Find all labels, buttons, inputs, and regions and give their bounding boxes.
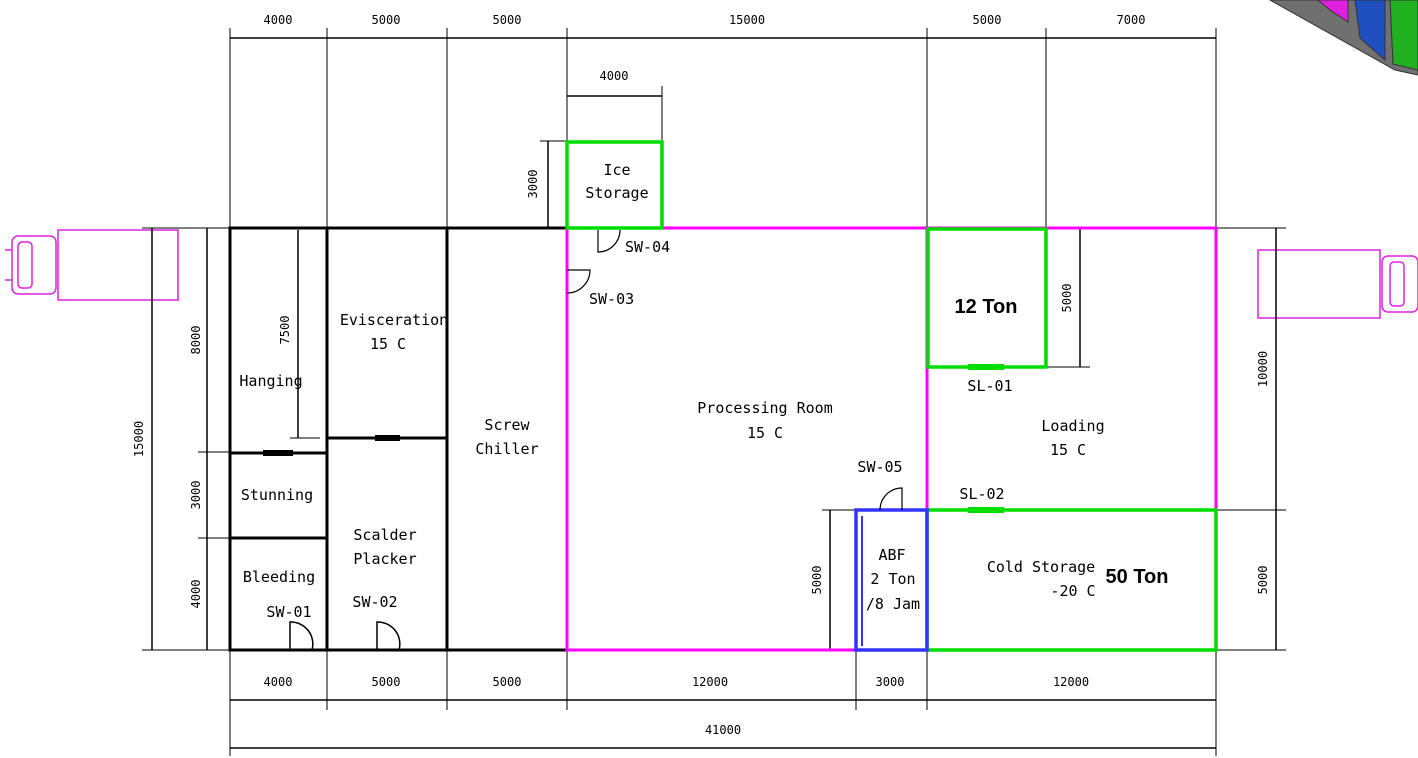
ice-storage-outline [565,140,664,230]
door-sw02: SW-02 [352,593,397,611]
cube-pink-face [1317,0,1349,23]
evisceration-label-2: 15 C [370,335,406,353]
scalder-label-1: Scalder [353,526,416,544]
cube-blue-face [1354,0,1386,62]
door-sw03: SW-03 [589,290,634,308]
dim-top-1: 4000 [264,13,293,27]
abf-label-2: 2 Ton [870,570,915,588]
ice-label-1: Ice [603,161,630,179]
dim-hanging: 7500 [278,316,292,345]
dim-left-total: 15000 [132,421,146,457]
cold-room-capacity: 12 Ton [955,296,1018,318]
door-swings [289,229,903,651]
abf-label-1: ABF [878,546,905,564]
dim-top-5: 5000 [973,13,1002,27]
dim-top-2: 5000 [372,13,401,27]
dim-bottom-2: 5000 [372,675,401,689]
cube-graphic [1268,0,1418,76]
dim-bottom-1: 4000 [264,675,293,689]
dim-top-3: 5000 [493,13,522,27]
hanging-label: Hanging [239,372,302,390]
dim-top-6: 7000 [1117,13,1146,27]
truck-right [1257,249,1418,319]
top-dimension-chain: 4000 5000 5000 15000 5000 7000 [229,13,1217,228]
dim-ice-height: 3000 [526,170,540,199]
dim-right-part-2: 5000 [1256,566,1270,595]
cold-storage-outline [925,508,1218,652]
screw-chiller-label-2: Chiller [475,440,538,458]
door-sl02: SL-02 [959,485,1004,503]
dim-bottom-6: 12000 [1053,675,1089,689]
dim-ice-width: 4000 [600,69,629,83]
walls-black [228,226,569,652]
dim-left-part-2: 3000 [189,481,203,510]
abf-room-outline [854,508,929,652]
dim-top-4: 15000 [729,13,765,27]
left-dimension-chain: 15000 8000 3000 4000 [132,227,230,651]
abf-label-3: /8 Jam [866,595,920,613]
door-sw04: SW-04 [625,238,670,256]
bottom-dimension-chain: 4000 5000 5000 12000 3000 12000 41000 [229,650,1217,756]
cold-storage-label-1: Cold Storage [987,558,1095,576]
dim-cold12-height: 5000 [1060,284,1074,313]
truck-left [5,229,179,301]
dim-bottom-5: 3000 [876,675,905,689]
loading-label-1: Loading [1041,417,1104,435]
dim-bottom-3: 5000 [493,675,522,689]
ice-label-2: Storage [585,184,648,202]
door-labels: SW-01 SW-02 SW-03 SW-04 SW-05 SL-01 SL-0… [266,238,1012,621]
dim-left-part-3: 4000 [189,580,203,609]
hanging-dimension: 7500 [278,230,320,439]
room-labels: Ice Storage Hanging Evisceration 15 C St… [239,161,1168,613]
bleeding-label: Bleeding [243,568,315,586]
processing-label-1: Processing Room [697,399,832,417]
dim-total: 41000 [705,723,741,737]
dim-right-part-1: 10000 [1256,351,1270,387]
door-sw01: SW-01 [266,603,311,621]
loading-label-2: 15 C [1050,441,1086,459]
cold-storage-capacity: 50 Ton [1106,566,1169,588]
right-dimension-chain: 10000 5000 5000 5000 [810,227,1286,651]
cold-storage-label-2: -20 C [1050,582,1095,600]
stunning-label: Stunning [241,486,313,504]
dim-abf-height: 5000 [810,566,824,595]
door-sl01: SL-01 [967,377,1012,395]
ice-dimensions: 4000 3000 [526,69,663,228]
screw-chiller-label-1: Screw [484,416,530,434]
dim-left-part-1: 8000 [189,326,203,355]
door-sw05: SW-05 [857,458,902,476]
processing-label-2: 15 C [747,424,783,442]
scalder-label-2: Placker [353,550,416,568]
evisceration-label-1: Evisceration [340,311,448,329]
dim-bottom-4: 12000 [692,675,728,689]
cube-green-face [1389,0,1418,71]
